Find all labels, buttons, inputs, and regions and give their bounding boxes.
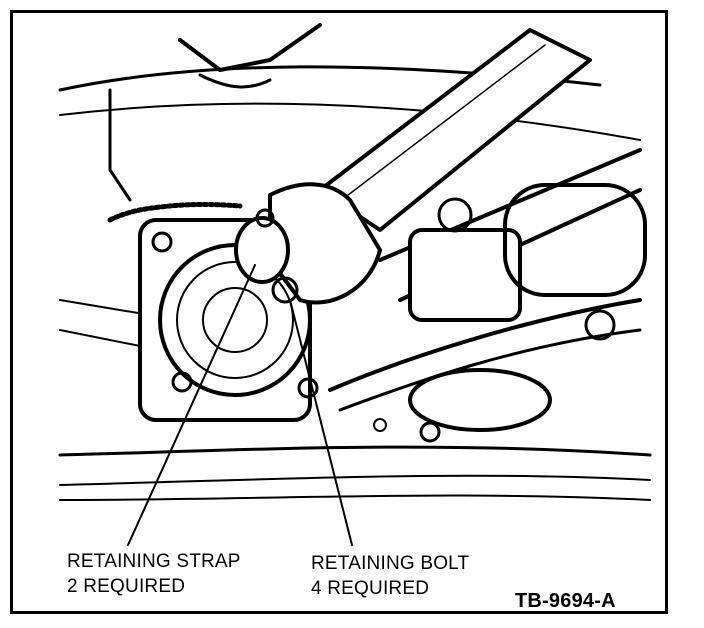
figure-code: TB-9694-A xyxy=(515,590,616,612)
callout-line: RETAINING STRAP xyxy=(67,551,241,572)
callout-line: 4 REQUIRED xyxy=(311,578,430,599)
callout-line: RETAINING BOLT xyxy=(311,553,470,574)
figure-frame xyxy=(10,10,668,614)
retaining-bolt-callout: RETAINING BOLT 4 REQUIRED xyxy=(311,551,469,601)
retaining-strap-callout: RETAINING STRAP 2 REQUIRED xyxy=(67,549,241,599)
callout-line: 2 REQUIRED xyxy=(67,576,186,597)
